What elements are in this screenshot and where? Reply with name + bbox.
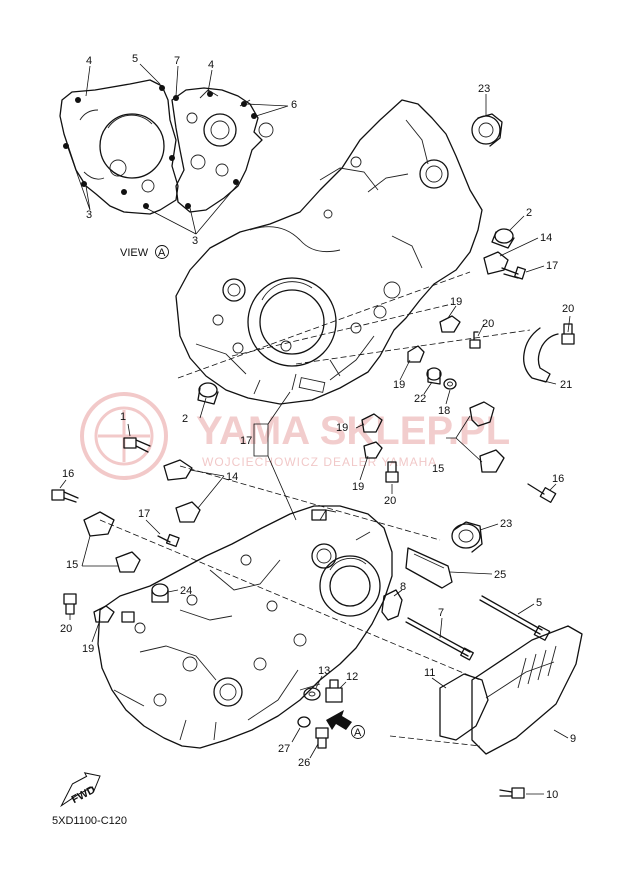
- callout-21: 18: [438, 405, 450, 417]
- callout-8: 8: [400, 581, 406, 593]
- part-19-clamp-center: [355, 413, 383, 481]
- watermark: YAMA SKLEP.PL WOJCIECHOWICZ DEALER YAMAH…: [80, 392, 510, 480]
- part-19-clamp-upper: [439, 305, 461, 333]
- part-27-washer: [291, 716, 311, 743]
- part-20-bolt-right: [561, 315, 575, 345]
- callout-13: 13: [318, 665, 330, 677]
- callout-18: 21: [560, 379, 572, 391]
- callout-19: 19: [336, 422, 348, 434]
- part-13-washer: [303, 675, 323, 701]
- callout-23: 23: [500, 518, 512, 530]
- callout-25: 25: [494, 569, 506, 581]
- part-15-bracket-left: [81, 511, 141, 573]
- part-9-sprocket-cover: [471, 625, 583, 755]
- part-26-bolt: [309, 727, 329, 759]
- svg-text:A: A: [354, 727, 362, 739]
- part-16-bolt-right: [527, 483, 557, 503]
- callout-14: 14: [540, 232, 552, 244]
- callout-2: 2: [526, 207, 532, 219]
- callout-12: 12: [346, 671, 358, 683]
- callout-23: 23: [478, 83, 490, 95]
- part-20-bolt-lower-left: [63, 593, 77, 620]
- callout-1: 17: [240, 435, 252, 447]
- callout-19: 19: [393, 379, 405, 391]
- part-14-bracket-upper: [483, 237, 539, 275]
- callout-17: 17: [546, 260, 558, 272]
- callout-10: 10: [546, 789, 558, 801]
- crankcase-right-half: [175, 99, 483, 405]
- part-22-collar: [423, 367, 442, 395]
- part-10-bolt: [499, 787, 544, 799]
- callout-14: 14: [226, 471, 238, 483]
- callout-5: 5: [536, 597, 542, 609]
- assembly-guide-lines: [99, 271, 531, 747]
- callout-17: 1: [120, 411, 126, 423]
- callout-16: 16: [552, 473, 564, 485]
- view-a-gasket-inset: [59, 63, 289, 235]
- callout-7: 7: [174, 55, 180, 67]
- part-12-drain-plug: [325, 679, 347, 703]
- callout-7: 7: [438, 607, 444, 619]
- part-24-collar: [151, 583, 179, 603]
- callout-20: 20: [562, 303, 574, 315]
- callout-19: 19: [352, 481, 364, 493]
- part-17-bolt-left: [123, 423, 151, 453]
- callout-26: 26: [298, 757, 310, 769]
- part-1-crankcase-bracket: [253, 391, 297, 521]
- callout-19: 19: [450, 296, 462, 308]
- callout-15: 15: [66, 559, 78, 571]
- callout-3: 3: [192, 235, 198, 247]
- callout-3: 3: [86, 209, 92, 221]
- callout-22: 22: [414, 393, 426, 405]
- part-18-breather-pipe: [523, 327, 559, 385]
- part-15-bracket-right: [446, 401, 505, 473]
- callout-27: 27: [278, 743, 290, 755]
- callout-16: 16: [62, 468, 74, 480]
- crankcase-left-half: [97, 505, 393, 749]
- callout-6: 6: [291, 99, 297, 111]
- callout-15: 15: [432, 463, 444, 475]
- part-2-dowel-right: [491, 215, 525, 249]
- callout-24: 24: [180, 585, 192, 597]
- part-20-bolt-upper: [469, 323, 485, 349]
- part-16-bolt-left: [51, 479, 79, 503]
- callout-11: 11: [424, 667, 435, 679]
- svg-text:A: A: [158, 247, 166, 259]
- part-11-gasket: [431, 673, 489, 741]
- part-23-seal-top: [471, 94, 503, 147]
- part-7-stud: [405, 617, 474, 661]
- fwd-arrow: FWD: [60, 772, 101, 808]
- callout-19: 19: [82, 643, 94, 655]
- part-20-bolt-center: [385, 461, 399, 494]
- watermark-subtitle: WOJCIECHOWICZ DEALER YAMAHA: [202, 455, 437, 469]
- part-23-seal-lower: [451, 521, 499, 553]
- watermark-title: YAMA SKLEP.PL: [196, 409, 510, 453]
- part-2-dowel-left: [197, 382, 219, 419]
- part-17-bolt-lower-left: [145, 519, 180, 548]
- part-17-bolt-upper: [501, 265, 545, 280]
- part-25-guide-plate: [405, 547, 493, 589]
- part-21-washer: [443, 378, 457, 405]
- part-8-clip: [381, 589, 403, 621]
- callout-20: 20: [482, 318, 494, 330]
- callout-20: 20: [60, 623, 72, 635]
- callout-2: 2: [182, 413, 188, 425]
- callout-20: 20: [384, 495, 396, 507]
- svg-text:VIEW: VIEW: [120, 247, 149, 259]
- view-a-arrow: A: [326, 710, 365, 739]
- watermark-logo: [80, 392, 168, 480]
- part-14-bracket-left: [163, 459, 225, 523]
- callout-4: 4: [86, 55, 92, 67]
- part-19-clamp-lower-left: [91, 605, 115, 643]
- drawing-code: 5XD1100-C120: [52, 815, 127, 827]
- callout-5: 5: [132, 53, 138, 65]
- part-19-clamp-mid: [399, 345, 425, 381]
- callout-17: 17: [138, 508, 150, 520]
- callout-9: 9: [570, 733, 576, 745]
- callout-4: 4: [208, 59, 214, 71]
- view-a-label: VIEW A: [120, 245, 169, 259]
